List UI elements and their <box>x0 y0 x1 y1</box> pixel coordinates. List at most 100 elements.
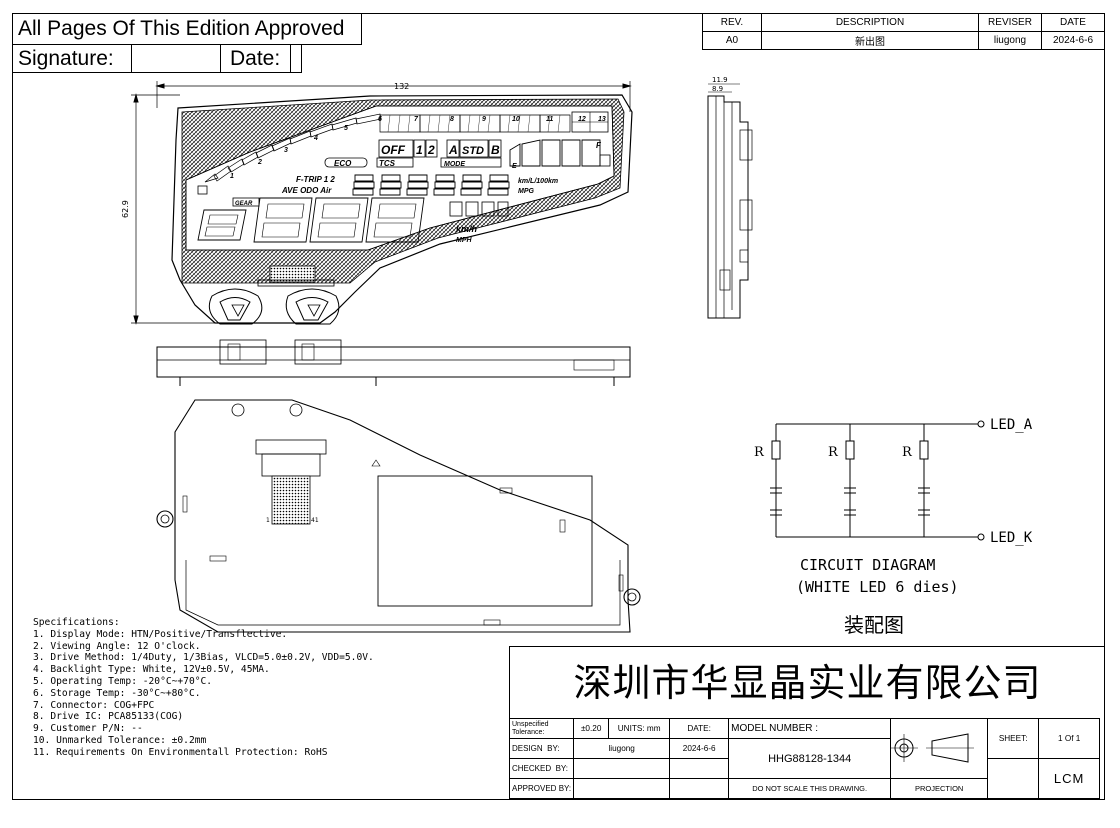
fpc-pin-start: 1 <box>266 517 270 524</box>
height-dimension-text: 62.9 <box>121 200 130 218</box>
fpc-tail <box>271 475 311 525</box>
lcd-two-text: 2 <box>427 143 435 157</box>
lcd-aveodo-text: AVE ODO Air <box>281 186 332 195</box>
approval-title: All Pages Of This Edition Approved <box>12 13 362 45</box>
projection-symbol-cell <box>890 718 989 779</box>
approved-date <box>669 778 730 799</box>
signature-field <box>131 45 221 73</box>
specifications: Specifications:1. Display Mode: HTN/Posi… <box>33 617 374 759</box>
design-row-label: DESIGN BY: <box>508 738 575 759</box>
approval-date-field <box>290 45 291 73</box>
spec-item: 6. Storage Temp: -30°C~+80°C. <box>33 687 201 699</box>
side-outer-dimension: 11.9 <box>712 76 728 84</box>
revision-table: REV. DESCRIPTION REVISER DATE A0 新出图 liu… <box>702 13 1105 50</box>
ic-chip <box>269 265 316 283</box>
lcd-ftrip-text: F-TRIP 1 2 <box>296 175 335 184</box>
lcd-e-text: E <box>512 163 517 170</box>
sheet-value: 1 Of 1 <box>1038 718 1101 759</box>
signature-label: Signature: <box>18 47 114 70</box>
lcd-tcs-text: TCS <box>379 159 396 168</box>
approval-date-label: Date: <box>230 47 281 70</box>
signature-row: Signature: Date: <box>12 45 302 73</box>
design-label: DESIGN <box>512 744 543 753</box>
right-mount-hole <box>623 588 641 606</box>
tcs-indicator <box>376 157 414 168</box>
spec-item: 5. Operating Temp: -20°C~+70°C. <box>33 675 213 687</box>
tach-tick-7: 7 <box>414 116 419 123</box>
mode-indicator <box>440 157 502 168</box>
lcd-gear-text: GEAR <box>235 201 253 207</box>
tach-tick-6: 6 <box>378 116 382 123</box>
spec-item: 4. Backlight Type: White, 12V±0.5V, 45MA… <box>33 664 270 676</box>
width-dimension-text: 132 <box>394 82 409 91</box>
lcd-f-text: F <box>596 141 602 150</box>
bottom-edge-view <box>156 339 631 386</box>
led-a-label: LED_A <box>990 417 1033 433</box>
checker-name <box>573 758 671 779</box>
tach-tick-4: 4 <box>313 135 318 142</box>
circuit-subtitle: (WHITE LED 6 dies) <box>796 578 959 596</box>
rev-cell: A0 <box>702 31 762 50</box>
tach-tick-11: 11 <box>546 116 553 123</box>
projection-label: PROJECTION <box>890 778 989 799</box>
circuit-title: CIRCUIT DIAGRAM <box>800 556 935 574</box>
date-label: DATE: <box>669 718 730 739</box>
checked-date <box>669 758 730 779</box>
approver-name <box>573 778 671 799</box>
tach-tick-8: 8 <box>450 116 454 123</box>
circuit-diagram <box>770 420 985 541</box>
lcd-mph-text: MPH <box>456 237 473 244</box>
resistor-label-3: R <box>902 445 913 460</box>
tach-tick-3: 3 <box>284 147 288 154</box>
spec-item: 3. Drive Method: 1/4Duty, 1/3Bias, VLCD=… <box>33 652 374 664</box>
tach-tick-5: 5 <box>344 125 348 132</box>
company-name: 深圳市华显晶实业有限公司 <box>509 646 1105 718</box>
lcd-b-text: B <box>491 143 500 157</box>
back-view <box>156 399 641 633</box>
no-scale-note: DO NOT SCALE THIS DRAWING. <box>728 778 892 799</box>
sheet-spacer <box>987 758 1040 799</box>
right-button[interactable] <box>285 288 340 325</box>
lcd-off-text: OFF <box>381 143 406 157</box>
tach-tick-9: 9 <box>482 116 486 123</box>
tach-tick-13: 13 <box>598 116 606 123</box>
lcd-kmh-text: km/h <box>456 224 478 234</box>
approved-row-label: APPROVED BY: <box>508 778 575 799</box>
revision-row: A0 新出图 liugong 2024-6-6 <box>702 31 1105 50</box>
model-number: HHG88128-1344 <box>728 738 892 779</box>
backlight-window <box>377 475 593 607</box>
sheet-label: SHEET: <box>987 718 1040 759</box>
checked-label: CHECKED <box>512 764 552 773</box>
left-button[interactable] <box>208 288 263 325</box>
checked-row-label: CHECKED BY: <box>508 758 575 779</box>
approved-label: APPROVED <box>512 784 557 793</box>
tach-tick-12: 12 <box>578 116 586 123</box>
spec-item: 7. Connector: COG+FPC <box>33 699 155 711</box>
left-mount-hole <box>156 510 174 528</box>
lcd-one-text: 1 <box>416 143 423 157</box>
tachometer-segments <box>204 113 571 183</box>
side-view <box>707 83 753 319</box>
lcd-mpg-text: MPG <box>518 188 535 195</box>
resistor-label-2: R <box>828 445 839 460</box>
tolerance-label: Unspecified Tolerance: <box>508 718 575 739</box>
spec-item: 8. Drive IC: PCA85133(COG) <box>33 711 184 723</box>
title-block: 深圳市华显晶实业有限公司 <box>509 646 1105 800</box>
spec-item: 9. Customer P/N: -- <box>33 723 143 735</box>
tolerance-value: ±0.20 <box>573 718 610 739</box>
spec-item: 11. Requirements On Environmentall Prote… <box>33 746 328 758</box>
lcd-mode-text: MODE <box>444 161 465 168</box>
design-date: 2024-6-6 <box>669 738 730 759</box>
checked-by-label: BY: <box>555 764 569 773</box>
design-by-label: BY: <box>547 744 560 753</box>
designer-name: liugong <box>573 738 671 759</box>
side-inner-dimension: 8.9 <box>712 85 723 93</box>
resistor-label-1: R <box>754 445 765 460</box>
date-cell: 2024-6-6 <box>1041 31 1105 50</box>
left-indicator <box>197 185 208 195</box>
speed-digits <box>253 197 425 243</box>
description-cell: 新出图 <box>761 31 979 50</box>
tach-tick-10: 10 <box>512 116 520 123</box>
lcd-a-text: A <box>448 143 458 157</box>
drawing-frame <box>12 13 1105 800</box>
